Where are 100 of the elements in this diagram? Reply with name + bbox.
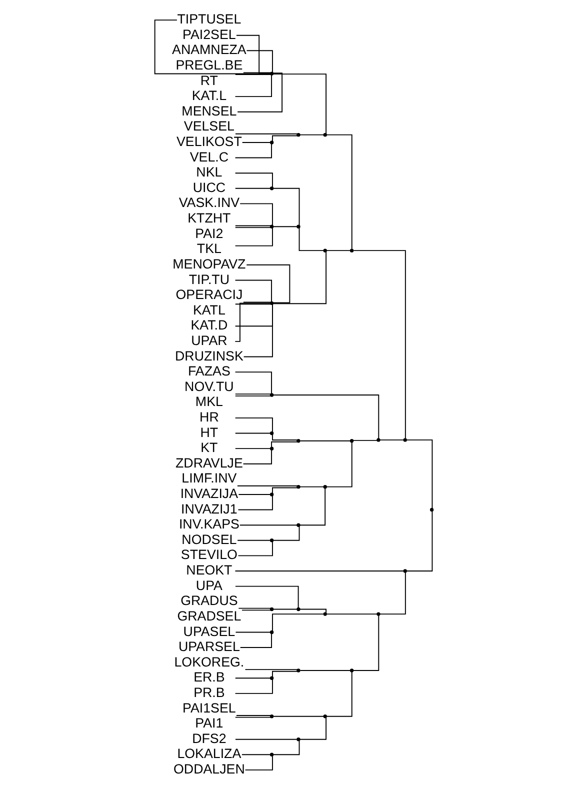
connector: [272, 251, 326, 304]
connector: [326, 614, 378, 615]
connector: [236, 34, 270, 74]
connector: [241, 142, 270, 143]
connector: [378, 572, 406, 615]
connector: [242, 450, 272, 464]
connector: [234, 227, 271, 228]
node-text: TIP.TU: [188, 272, 230, 287]
connector: [234, 586, 298, 608]
node-text: INVAZIJA: [180, 486, 238, 502]
connector: [234, 74, 271, 76]
connector: [270, 441, 298, 448]
node-text: PR.B: [193, 684, 224, 700]
connector: [272, 188, 300, 226]
connector: [298, 227, 324, 252]
node-text: LOKOREG.: [174, 654, 244, 670]
node-text: VEL.C: [189, 149, 228, 164]
node-point: [269, 393, 274, 397]
node-text: ZDRAVLJE: [175, 455, 242, 470]
node-text: FAZAS: [188, 364, 230, 379]
node-point: [376, 612, 380, 616]
node-text: HR: [199, 409, 218, 424]
node-text: RT: [200, 72, 218, 88]
connector: [242, 72, 270, 74]
node-point: [296, 668, 300, 672]
connector: [234, 394, 271, 395]
node-text: UPARSEL: [178, 639, 240, 654]
connector: [240, 610, 271, 611]
node-point: [296, 484, 300, 489]
connector: [234, 172, 272, 188]
connector: [378, 439, 404, 440]
node-point: [402, 569, 406, 573]
connector: [272, 740, 300, 756]
node-point: [349, 668, 354, 672]
node-text: PAI2SEL: [182, 26, 236, 42]
node-point: [269, 301, 274, 306]
node-text: VELSEL: [183, 118, 234, 134]
node-point: [296, 224, 300, 228]
connector: [272, 394, 379, 439]
connector: [406, 510, 432, 572]
connector: [272, 526, 300, 541]
node-text: TKL: [196, 241, 221, 256]
node-text: ER.B: [193, 670, 224, 685]
connector: [237, 495, 272, 510]
connector: [406, 439, 432, 509]
connector: [234, 133, 298, 134]
connector: [352, 440, 378, 441]
node-point: [402, 438, 406, 442]
node-text: KTZHT: [187, 210, 230, 226]
node-point: [269, 446, 274, 450]
node-text: KATL: [192, 302, 225, 318]
connector: [352, 250, 406, 439]
node-text: HT: [200, 424, 218, 440]
node-point: [269, 492, 274, 496]
connector: [326, 250, 350, 252]
node-point: [269, 607, 274, 612]
node-text: GRADUS: [180, 593, 238, 608]
node-text: DRUZINSK: [174, 348, 243, 364]
node-text: LOKALIZA: [176, 746, 241, 762]
node-text: LIMF.INV: [181, 470, 236, 486]
node-text: UICC: [192, 180, 226, 195]
node-point: [296, 132, 300, 137]
node-point: [429, 508, 434, 512]
node-point: [296, 738, 300, 742]
connector: [242, 302, 270, 303]
node-text: UPAR: [190, 332, 227, 348]
node-point: [322, 612, 326, 616]
node-text: PAI1: [194, 716, 223, 731]
connector: [352, 614, 379, 671]
connector: [234, 432, 270, 434]
connector: [299, 670, 350, 671]
connector: [272, 716, 324, 717]
node-point: [322, 714, 326, 718]
node-text: KAT.D: [190, 318, 228, 333]
connector: [298, 486, 324, 488]
connector: [244, 756, 272, 770]
connector: [234, 738, 297, 740]
node-point: [349, 248, 354, 252]
node-text: MKL: [194, 394, 222, 410]
node-text: KT: [200, 440, 218, 456]
connector: [236, 485, 298, 486]
node-text: STEVILO: [180, 547, 237, 562]
connector: [272, 608, 297, 610]
connector: [326, 442, 352, 488]
connector: [298, 488, 326, 526]
node-text: GRADSEL: [176, 608, 241, 624]
node-text: TIPTUSEL: [176, 12, 241, 27]
connector: [272, 670, 298, 678]
connector: [234, 448, 270, 450]
connector: [298, 134, 324, 136]
node-point: [269, 538, 274, 542]
node-text: INV.KAPS: [178, 516, 239, 532]
connector: [272, 74, 326, 134]
connector: [234, 570, 404, 572]
node-point: [322, 132, 326, 137]
node-text: ODDALJEN: [173, 761, 244, 776]
connector: [298, 608, 326, 614]
node-text: ANAMNEZA: [172, 42, 246, 58]
connector: [234, 143, 272, 158]
connector: [234, 679, 272, 694]
